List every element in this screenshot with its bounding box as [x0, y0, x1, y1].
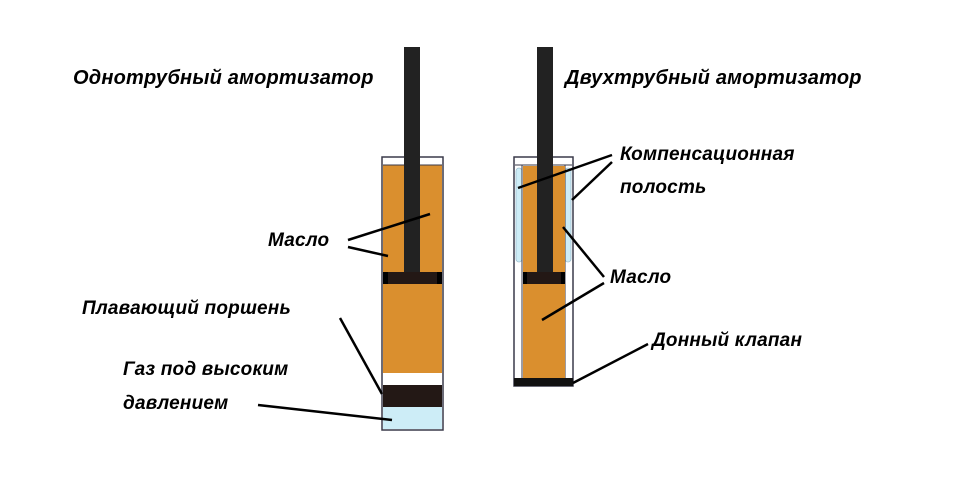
gas-label-line2: давлением [123, 393, 229, 414]
monotube-title: Однотрубный амортизатор [73, 67, 374, 89]
monotube-oil-lower [383, 284, 442, 373]
twintube-title: Двухтрубный амортизатор [565, 67, 862, 89]
floating-piston-label: Плавающий поршень [82, 298, 291, 319]
twintube-leader-lines [517, 153, 649, 385]
twintube-base-valve [514, 378, 573, 386]
base-valve-label: Донный клапан [652, 330, 803, 351]
twintube-piston [523, 272, 565, 284]
twintube-rod [537, 47, 553, 272]
monotube-piston [383, 272, 442, 284]
monotube-oil-label: Масло [268, 230, 330, 251]
monotube-gas-chamber [383, 407, 442, 429]
monotube-leader-lines [257, 212, 431, 422]
monotube-shock [381, 47, 444, 431]
compensation-label-line2: полость [620, 177, 707, 198]
compensation-chamber-left [515, 167, 523, 263]
gas-label-line1: Газ под высоким [123, 359, 289, 380]
twintube-shock [513, 47, 574, 387]
compensation-chamber-right [564, 167, 572, 263]
monotube-rod [404, 47, 420, 272]
compensation-label-line1: Компенсационная [620, 144, 795, 165]
twintube-oil-label: Масло [610, 267, 672, 288]
monotube-floating-piston [383, 385, 442, 407]
twintube-oil-lower [523, 284, 565, 378]
